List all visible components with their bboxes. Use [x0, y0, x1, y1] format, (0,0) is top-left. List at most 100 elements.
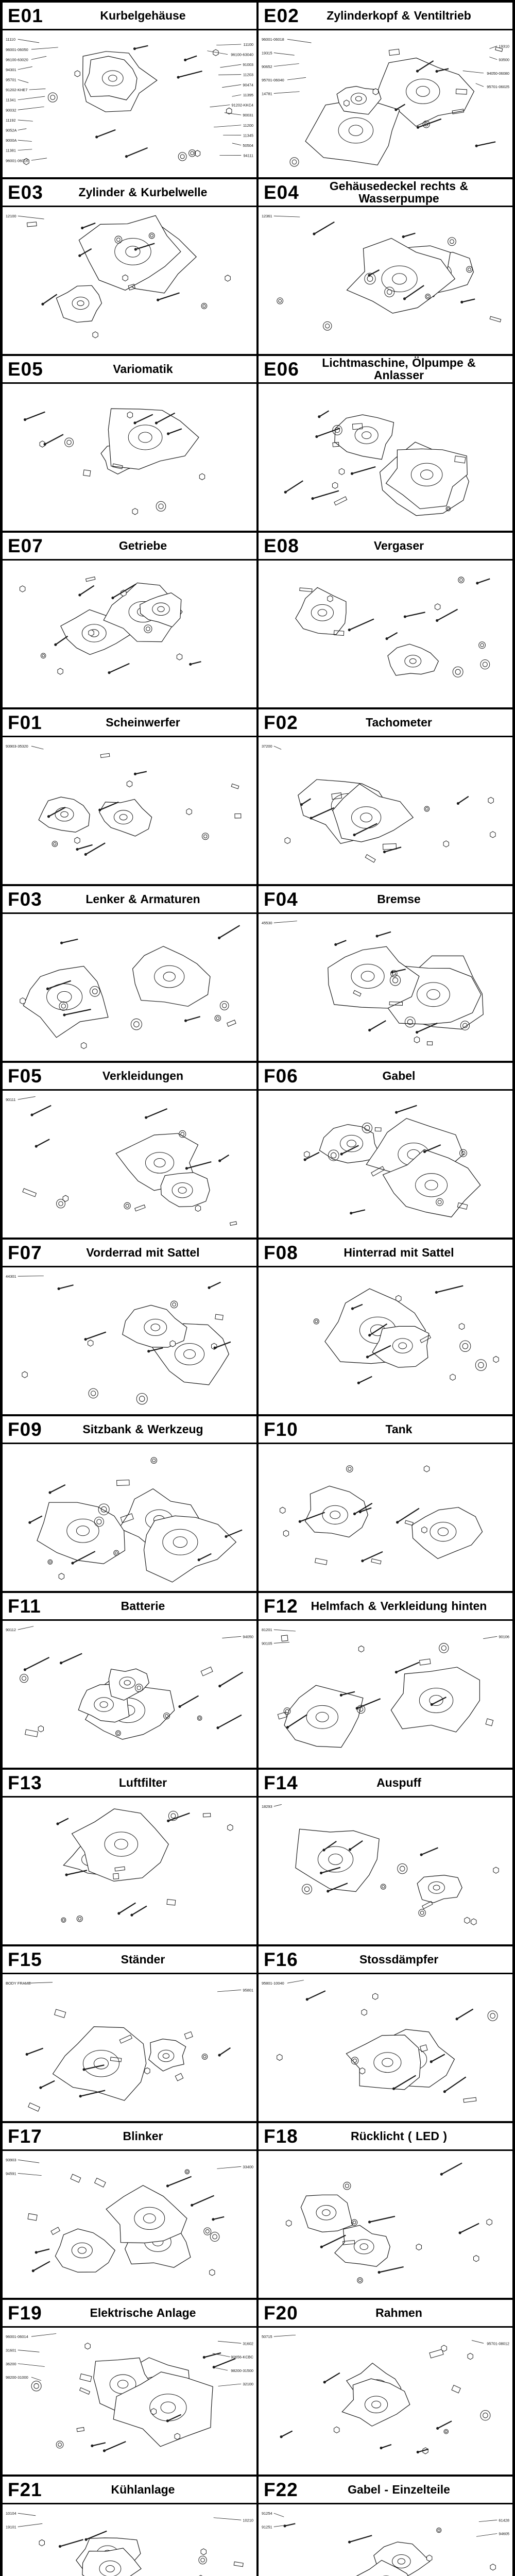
section-code: F12 [264, 1596, 298, 1617]
exploded-parts-diagram: 45530 [262, 921, 484, 1045]
section-cell-f18[interactable]: F18 Rücklicht ( LED ) [258, 2122, 513, 2299]
section-header: F03 Lenker & Armaturen [3, 886, 256, 914]
section-title: Tank [385, 1422, 413, 1436]
section-title: Zylinderkopf & Ventiltrieb [327, 8, 471, 22]
section-title: Blinker [123, 2129, 163, 2143]
section-code: E08 [264, 535, 299, 556]
part-number-label: 11192 [6, 118, 16, 123]
part-number-label: 61428 [499, 2518, 509, 2522]
exploded-parts-diagram [20, 925, 241, 1049]
section-cell-e03[interactable]: E03 Zylinder & Kurbelwelle 12100 [2, 178, 258, 355]
section-cell-f16[interactable]: F16 Stossdämpfer 95801-10040 [258, 1945, 513, 2122]
section-code: F17 [8, 2126, 42, 2147]
section-cell-e08[interactable]: E08 Vergaser [258, 532, 513, 708]
section-header: E03 Zylinder & Kurbelwelle [3, 179, 256, 207]
section-cell-e05[interactable]: E05 Variomatik [2, 355, 258, 532]
section-cell-f04[interactable]: F04 Bremse 45530 [258, 885, 513, 1062]
section-code: F04 [264, 889, 298, 910]
part-number-label: 11110 [6, 37, 15, 42]
section-header: F13 Luftfilter [3, 1770, 256, 1798]
section-code: E03 [8, 182, 43, 203]
section-header: E04 Gehäusedeckel rechts & Wasserpumpe [259, 179, 512, 207]
part-number-label: 33400 [243, 2164, 253, 2169]
part-number-label: 93500 [499, 58, 509, 62]
section-cell-f09[interactable]: F09 Sitzbank & Werkzeug [2, 1415, 258, 1592]
section-cell-f06[interactable]: F06 Gabel [258, 1062, 513, 1239]
section-code: F11 [8, 1596, 41, 1617]
part-number-label: 90032 [6, 108, 16, 112]
section-title: Luftfilter [118, 1775, 167, 1789]
section-cell-e04[interactable]: E04 Gehäusedeckel rechts & Wasserpumpe 1… [258, 178, 513, 355]
section-cell-e07[interactable]: E07 Getriebe [2, 532, 258, 708]
section-cell-f14[interactable]: F14 Auspuff 18293 [258, 1769, 513, 1945]
part-number-label: 96100-63020 [6, 57, 28, 62]
section-code: F18 [264, 2126, 298, 2147]
part-number-label: 91003 [243, 62, 253, 67]
section-cell-f10[interactable]: F10 Tank [258, 1415, 513, 1592]
section-cell-f08[interactable]: F08 Hinterrad mit Sattel [258, 1239, 513, 1415]
section-diagram-area: 12361 [259, 207, 512, 354]
section-header: E01 Kurbelgehäuse [3, 3, 256, 30]
part-number-label: 96001-06018 [262, 37, 284, 42]
section-header: E07 Getriebe [3, 533, 256, 561]
section-header: F14 Auspuff [259, 1770, 512, 1798]
part-number-label: BODY FRAME [6, 1981, 31, 1986]
part-number-label: 9000A [6, 138, 16, 143]
section-code: F10 [264, 1419, 298, 1440]
section-cell-f01[interactable]: F01 Scheinwerfer 93903-35320 [2, 708, 258, 885]
part-number-label: 50504 [243, 143, 253, 148]
section-header: F04 Bremse [259, 886, 512, 914]
section-cell-f07[interactable]: F07 Vorderrad mit Sattel 44301 [2, 1239, 258, 1415]
part-number-label: 36200 [6, 2362, 16, 2366]
section-code: F06 [264, 1065, 298, 1087]
section-title: Kurbelgehäuse [100, 8, 186, 22]
part-number-label: 96100-63040 [231, 53, 253, 57]
section-code: E07 [8, 535, 43, 556]
section-diagram-area [3, 384, 256, 531]
section-title: Gabel - Einzelteile [348, 2482, 450, 2496]
section-title: Lichtmaschine, Ölpumpe & Anlasser [322, 356, 476, 382]
section-code: F01 [8, 712, 42, 733]
section-title: Batterie [121, 1599, 165, 1613]
part-number-label: 94050 [243, 1634, 253, 1639]
section-cell-f13[interactable]: F13 Luftfilter [2, 1769, 258, 1945]
section-cell-e06[interactable]: E06 Lichtmaschine, Ölpumpe & Anlasser [258, 355, 513, 532]
section-cell-e02[interactable]: E02 Zylinderkopf & Ventiltrieb 96001-060… [258, 2, 513, 178]
part-number-label: 11381 [6, 148, 16, 153]
section-cell-f05[interactable]: F05 Verkleidungen 90111 [2, 1062, 258, 1239]
section-title: Sitzbank & Werkzeug [82, 1422, 203, 1436]
section-title: Rahmen [375, 2306, 422, 2319]
section-cell-f03[interactable]: F03 Lenker & Armaturen [2, 885, 258, 1062]
part-number-label: 19101 [6, 2524, 16, 2529]
section-title: Tachometer [366, 715, 432, 729]
exploded-parts-diagram [20, 577, 201, 675]
part-number-label: 90652 [262, 64, 272, 69]
section-cell-f02[interactable]: F02 Tachometer 37200 [258, 708, 513, 885]
part-number-label: 96001-06014 [6, 2334, 28, 2339]
section-title: Zylinder & Kurbelwelle [78, 185, 208, 199]
section-header: F20 Rahmen [259, 2300, 512, 2328]
section-title: Bremse [377, 892, 421, 906]
part-number-label: 96001-06016 [6, 158, 28, 163]
section-code: F19 [8, 2302, 42, 2324]
section-header: F10 Tank [259, 1416, 512, 1444]
exploded-parts-diagram: 18293 [262, 1804, 499, 1925]
section-code: F08 [264, 1242, 298, 1263]
section-header: F01 Scheinwerfer [3, 709, 256, 737]
